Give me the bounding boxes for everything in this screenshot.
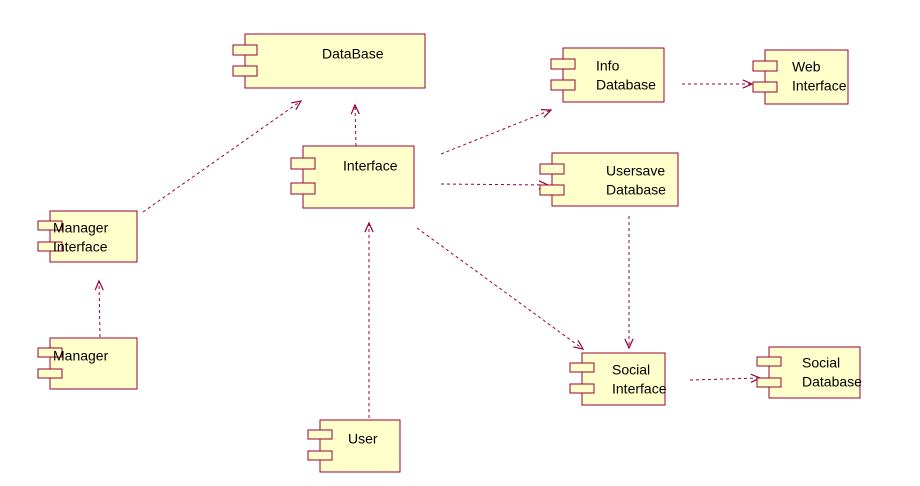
info-database-label: Database xyxy=(596,77,656,93)
component-tab-icon xyxy=(290,157,316,170)
interface-component[interactable]: Interface xyxy=(290,145,415,209)
component-tab-icon xyxy=(752,60,778,72)
manager-interface-dependency-arrow xyxy=(142,100,303,213)
user-label: User xyxy=(348,431,378,447)
info-to-web-dependency-arrow xyxy=(682,79,754,89)
social-to-social-database-dependency-arrow xyxy=(689,373,762,383)
manager-interface-label: Manager xyxy=(53,220,109,236)
database-component[interactable]: DataBase xyxy=(232,33,426,89)
component-tab-icon xyxy=(539,184,565,196)
interface-to-social-dependency-arrow xyxy=(416,227,585,350)
component-tab-icon xyxy=(290,182,316,195)
usersave-database-label: Usersave xyxy=(606,163,665,179)
component-tab-icon xyxy=(37,220,63,231)
web-interface-label: Interface xyxy=(792,78,847,94)
social-database-label: Social xyxy=(802,355,840,371)
component-tab-icon xyxy=(37,241,63,252)
component-tab-icon xyxy=(37,368,63,379)
component-tab-icon xyxy=(232,65,258,77)
interface-to-info-database-dependency-arrow xyxy=(440,109,553,155)
interface-to-database-dependency-arrow xyxy=(350,103,360,147)
social-interface-label: Interface xyxy=(612,381,667,397)
user-to-interface-dependency-arrow xyxy=(364,221,374,418)
component-tab-icon xyxy=(539,163,565,175)
component-tab-icon xyxy=(307,429,333,440)
component-tab-icon xyxy=(569,383,595,394)
web-interface-label: Web xyxy=(792,59,821,75)
component-tab-icon xyxy=(756,356,782,367)
component-tab-icon xyxy=(37,347,63,358)
component-tab-icon xyxy=(550,79,576,91)
manager-dependency-arrow xyxy=(94,279,104,338)
social-interface-label: Social xyxy=(612,362,650,378)
component-tab-icon xyxy=(756,377,782,388)
manager-component[interactable]: Manager xyxy=(37,337,138,390)
interface-label: Interface xyxy=(343,158,398,174)
interface-to-usersave-dependency-arrow xyxy=(440,180,550,190)
component-tab-icon xyxy=(232,44,258,56)
social-database-label: Database xyxy=(802,374,862,390)
component-tab-icon xyxy=(569,362,595,373)
usersave-to-social-dependency-arrow xyxy=(624,216,634,350)
manager-interface-label: Interface xyxy=(53,239,108,255)
database-label: DataBase xyxy=(322,46,384,62)
component-tab-icon xyxy=(307,450,333,461)
user-component[interactable]: User xyxy=(307,419,401,473)
component-tab-icon xyxy=(752,81,778,93)
component-tab-icon xyxy=(550,58,576,70)
info-database-label: Info xyxy=(596,58,620,74)
dependency-edges xyxy=(94,79,762,418)
manager-label: Manager xyxy=(53,348,109,364)
usersave-database-label: Database xyxy=(606,182,666,198)
